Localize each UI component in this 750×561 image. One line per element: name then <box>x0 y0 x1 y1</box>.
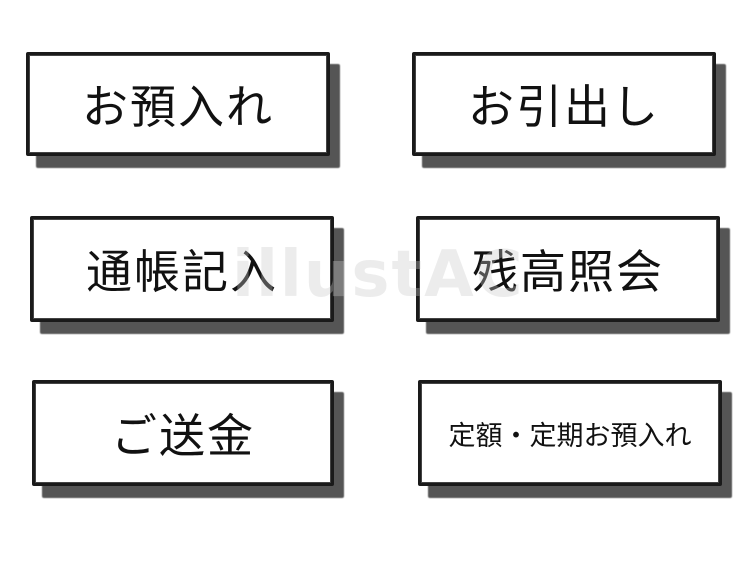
passbook-update-label: 通帳記入 <box>86 245 278 299</box>
deposit-button[interactable]: お預入れ <box>26 52 330 156</box>
withdrawal-button-wrap: お引出し <box>412 52 726 168</box>
time-deposit-button-wrap: 定額・定期お預入れ <box>418 380 732 498</box>
transfer-button-wrap: ご送金 <box>32 380 344 498</box>
passbook-update-button[interactable]: 通帳記入 <box>30 216 334 322</box>
transfer-label: ご送金 <box>111 409 255 463</box>
time-deposit-button[interactable]: 定額・定期お預入れ <box>418 380 722 486</box>
withdrawal-button[interactable]: お引出し <box>412 52 716 156</box>
passbook-update-button-wrap: 通帳記入 <box>30 216 344 334</box>
deposit-label: お預入れ <box>82 80 274 134</box>
time-deposit-label: 定額・定期お預入れ <box>448 420 692 452</box>
balance-inquiry-label: 残高照会 <box>472 245 664 299</box>
withdrawal-label: お引出し <box>468 80 660 134</box>
deposit-button-wrap: お預入れ <box>26 52 340 168</box>
balance-inquiry-button-wrap: 残高照会 <box>416 216 730 334</box>
transfer-button[interactable]: ご送金 <box>32 380 334 486</box>
balance-inquiry-button[interactable]: 残高照会 <box>416 216 720 322</box>
